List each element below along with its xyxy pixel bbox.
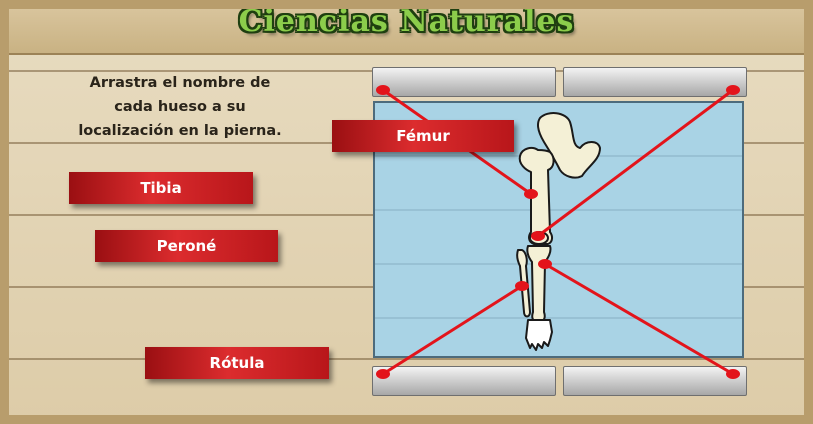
connector-line-fibula	[382, 284, 523, 376]
connector-dot-femur	[524, 189, 538, 199]
connector-dot-tibia	[538, 259, 552, 269]
drop-slot-bottom-left[interactable]	[372, 366, 556, 396]
label-tibia[interactable]: Tibia	[69, 172, 253, 204]
connector-dot-fibula	[515, 281, 529, 291]
label-perone[interactable]: Peroné	[95, 230, 278, 262]
instruction-line-2: cada hueso a su	[114, 99, 246, 115]
connector-dot-patella	[531, 231, 545, 241]
drop-slot-bottom-right[interactable]	[563, 366, 747, 396]
page-title: Ciencias Naturales	[238, 4, 575, 39]
instruction-text: Arrastra el nombre de cada hueso a su lo…	[55, 71, 305, 143]
foot-bones	[525, 319, 553, 351]
connector-line-patella	[537, 88, 734, 238]
connector-dot-bottom-left	[376, 369, 390, 379]
label-rotula[interactable]: Rótula	[145, 347, 329, 379]
connector-dot-top-left	[376, 85, 390, 95]
title-bar	[9, 9, 804, 55]
connector-dot-top-right	[726, 85, 740, 95]
connector-dot-bottom-right	[726, 369, 740, 379]
drop-slot-top-left[interactable]	[372, 67, 556, 97]
pelvis-bone	[536, 112, 601, 179]
connector-dots	[376, 85, 740, 379]
drop-slot-top-right[interactable]	[563, 67, 747, 97]
connector-line-tibia	[544, 262, 734, 376]
instruction-line-3: localización en la pierna.	[78, 123, 282, 139]
instruction-line-1: Arrastra el nombre de	[89, 75, 271, 91]
leg-bones-illustration	[516, 112, 601, 351]
label-femur[interactable]: Fémur	[332, 120, 514, 152]
